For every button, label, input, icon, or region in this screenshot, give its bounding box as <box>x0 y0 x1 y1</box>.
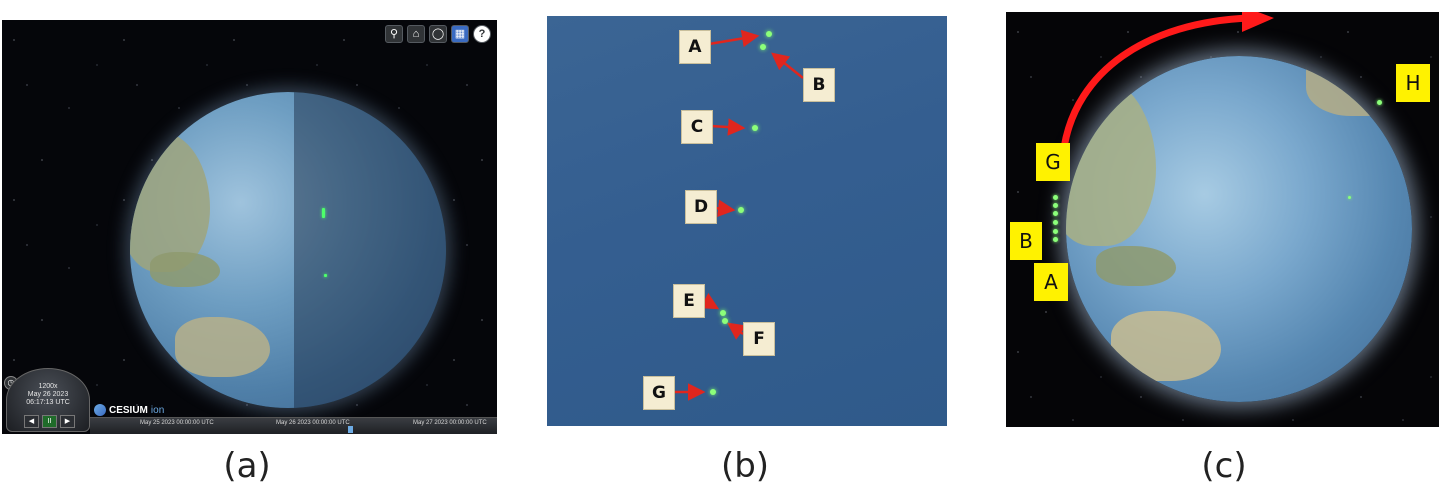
label-a: A <box>679 30 711 64</box>
trajectory-arrow-layer <box>1006 12 1439 427</box>
cesium-viewer-panel: ⚲ ⌂ ◯ ▦ ? ◷ 1200x May 26 2023 06:17:13 U… <box>2 20 497 434</box>
globe-trajectory-panel: G B A H <box>1006 12 1439 427</box>
trajectory-arrowhead <box>1242 12 1274 32</box>
satellite-point-g[interactable] <box>710 389 716 395</box>
timeline-needle[interactable] <box>348 426 353 433</box>
label-g: G <box>1036 143 1070 181</box>
cesium-ion-suffix: ion <box>151 405 164 416</box>
arrow-b <box>773 54 803 78</box>
rewind-button[interactable]: ◀ <box>24 415 39 428</box>
arrow-e <box>703 300 717 308</box>
timeline-bar[interactable]: May 25 2023 00:00:00 UTC May 26 2023 00:… <box>90 417 497 434</box>
satellite-point[interactable] <box>1053 203 1058 208</box>
satellite-point[interactable] <box>1053 237 1058 242</box>
caption-a: (a) <box>187 446 307 486</box>
arrow-f <box>729 324 743 334</box>
globe-icon[interactable]: ◯ <box>429 25 447 43</box>
landmass-indonesia <box>150 252 220 287</box>
label-a: A <box>1034 263 1068 301</box>
animation-widget[interactable]: 1200x May 26 2023 06:17:13 UTC ◀ II ▶ <box>6 368 90 432</box>
label-b: B <box>803 68 835 102</box>
satellite-cluster-marker[interactable] <box>322 208 325 218</box>
cesium-brand: CESIUM <box>109 405 148 416</box>
cesium-ion-logo[interactable]: CESIUM ion <box>94 404 164 416</box>
arrow-a <box>709 36 757 44</box>
zoomed-ocean-panel: A B C D E F G <box>547 16 947 426</box>
label-h: H <box>1396 64 1430 102</box>
satellite-marker[interactable] <box>324 274 327 277</box>
cesium-logo-icon <box>94 404 106 416</box>
home-icon[interactable]: ⌂ <box>407 25 425 43</box>
satellite-point-d[interactable] <box>738 207 744 213</box>
timeline-tick-label: May 25 2023 00:00:00 UTC <box>140 420 214 426</box>
trajectory-arrow <box>1064 18 1250 148</box>
arrow-d <box>715 208 733 210</box>
help-icon[interactable]: ? <box>473 25 491 43</box>
satellite-point-c[interactable] <box>752 125 758 131</box>
play-button[interactable]: ▶ <box>60 415 75 428</box>
timeline-tick-label: May 26 2023 00:00:00 UTC <box>276 420 350 426</box>
landmass-australia <box>175 317 270 377</box>
satellite-point[interactable] <box>1053 211 1058 216</box>
satellite-point-b[interactable] <box>760 44 766 50</box>
satellite-point[interactable] <box>1053 229 1058 234</box>
earth-globe[interactable] <box>130 92 446 408</box>
landmass-asia <box>130 132 210 272</box>
satellite-point-f[interactable] <box>722 318 728 324</box>
timeline-tick-label: May 27 2023 00:00:00 UTC <box>413 420 487 426</box>
satellite-point-h[interactable] <box>1377 100 1382 105</box>
search-icon[interactable]: ⚲ <box>385 25 403 43</box>
layers-icon[interactable]: ▦ <box>451 25 469 43</box>
animation-readout: 1200x May 26 2023 06:17:13 UTC <box>7 383 89 407</box>
caption-b: (b) <box>685 446 805 486</box>
label-g: G <box>643 376 675 410</box>
satellite-point-e[interactable] <box>720 310 726 316</box>
animation-date: May 26 2023 <box>7 391 89 399</box>
arrow-c <box>711 126 743 128</box>
night-terminator <box>294 92 446 408</box>
animation-speed: 1200x <box>7 383 89 391</box>
satellite-point[interactable] <box>1053 220 1058 225</box>
label-f: F <box>743 322 775 356</box>
animation-time: 06:17:13 UTC <box>7 399 89 407</box>
arrow-layer <box>547 16 947 426</box>
satellite-point-a[interactable] <box>766 31 772 37</box>
viewer-toolbar: ⚲ ⌂ ◯ ▦ ? <box>385 25 491 43</box>
satellite-point[interactable] <box>1053 195 1058 200</box>
label-b: B <box>1010 222 1042 260</box>
caption-c: (c) <box>1164 446 1284 486</box>
animation-controls: ◀ II ▶ <box>24 415 75 428</box>
label-c: C <box>681 110 713 144</box>
label-e: E <box>673 284 705 318</box>
label-d: D <box>685 190 717 224</box>
pause-button[interactable]: II <box>42 415 57 428</box>
